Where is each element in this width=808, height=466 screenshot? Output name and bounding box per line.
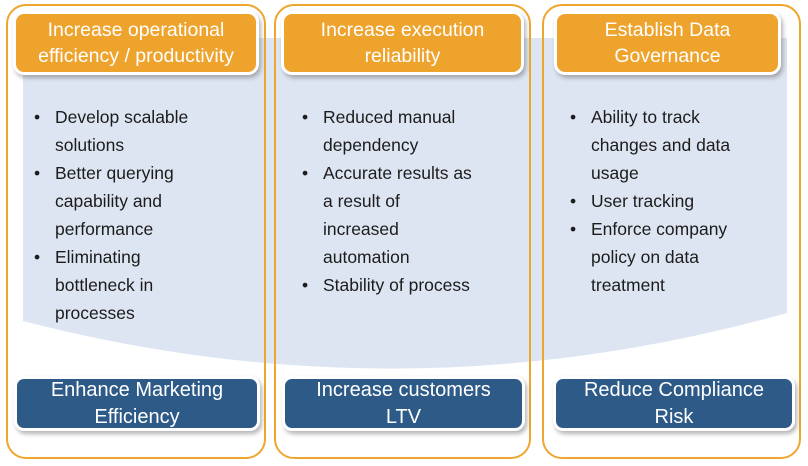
benefit-item: Enforce company policy on data treatment bbox=[570, 215, 775, 299]
benefit-item: Better querying capability and performan… bbox=[34, 159, 240, 243]
column-2-benefit-list: Reduced manual dependency Accurate resul… bbox=[276, 103, 529, 299]
column-1-benefit-list: Develop scalable solutions Better queryi… bbox=[8, 103, 264, 327]
benefit-item: User tracking bbox=[570, 187, 775, 215]
benefit-item: Develop scalable solutions bbox=[34, 103, 240, 159]
column-2-header: Increase execution reliability bbox=[281, 11, 524, 75]
column-execution-reliability: Increase execution reliability Reduced m… bbox=[274, 4, 531, 459]
benefit-item: Ability to track changes and data usage bbox=[570, 103, 775, 187]
column-3-header: Establish Data Governance bbox=[554, 11, 781, 75]
benefit-item: Reduced manual dependency bbox=[302, 103, 505, 159]
benefit-item: Accurate results as a result of increase… bbox=[302, 159, 505, 271]
column-operational-efficiency: Increase operational efficiency / produc… bbox=[6, 4, 266, 459]
column-3-footer: Reduce Compliance Risk bbox=[553, 376, 795, 431]
benefit-item: Eliminating bottleneck in processes bbox=[34, 243, 240, 327]
column-2-footer: Increase customers LTV bbox=[282, 376, 525, 431]
column-3-benefit-list: Ability to track changes and data usage … bbox=[544, 103, 799, 299]
column-1-header: Increase operational efficiency / produc… bbox=[13, 11, 259, 75]
column-1-footer: Enhance Marketing Efficiency bbox=[14, 376, 260, 431]
column-data-governance: Establish Data Governance Ability to tra… bbox=[542, 4, 801, 459]
benefit-item: Stability of process bbox=[302, 271, 505, 299]
